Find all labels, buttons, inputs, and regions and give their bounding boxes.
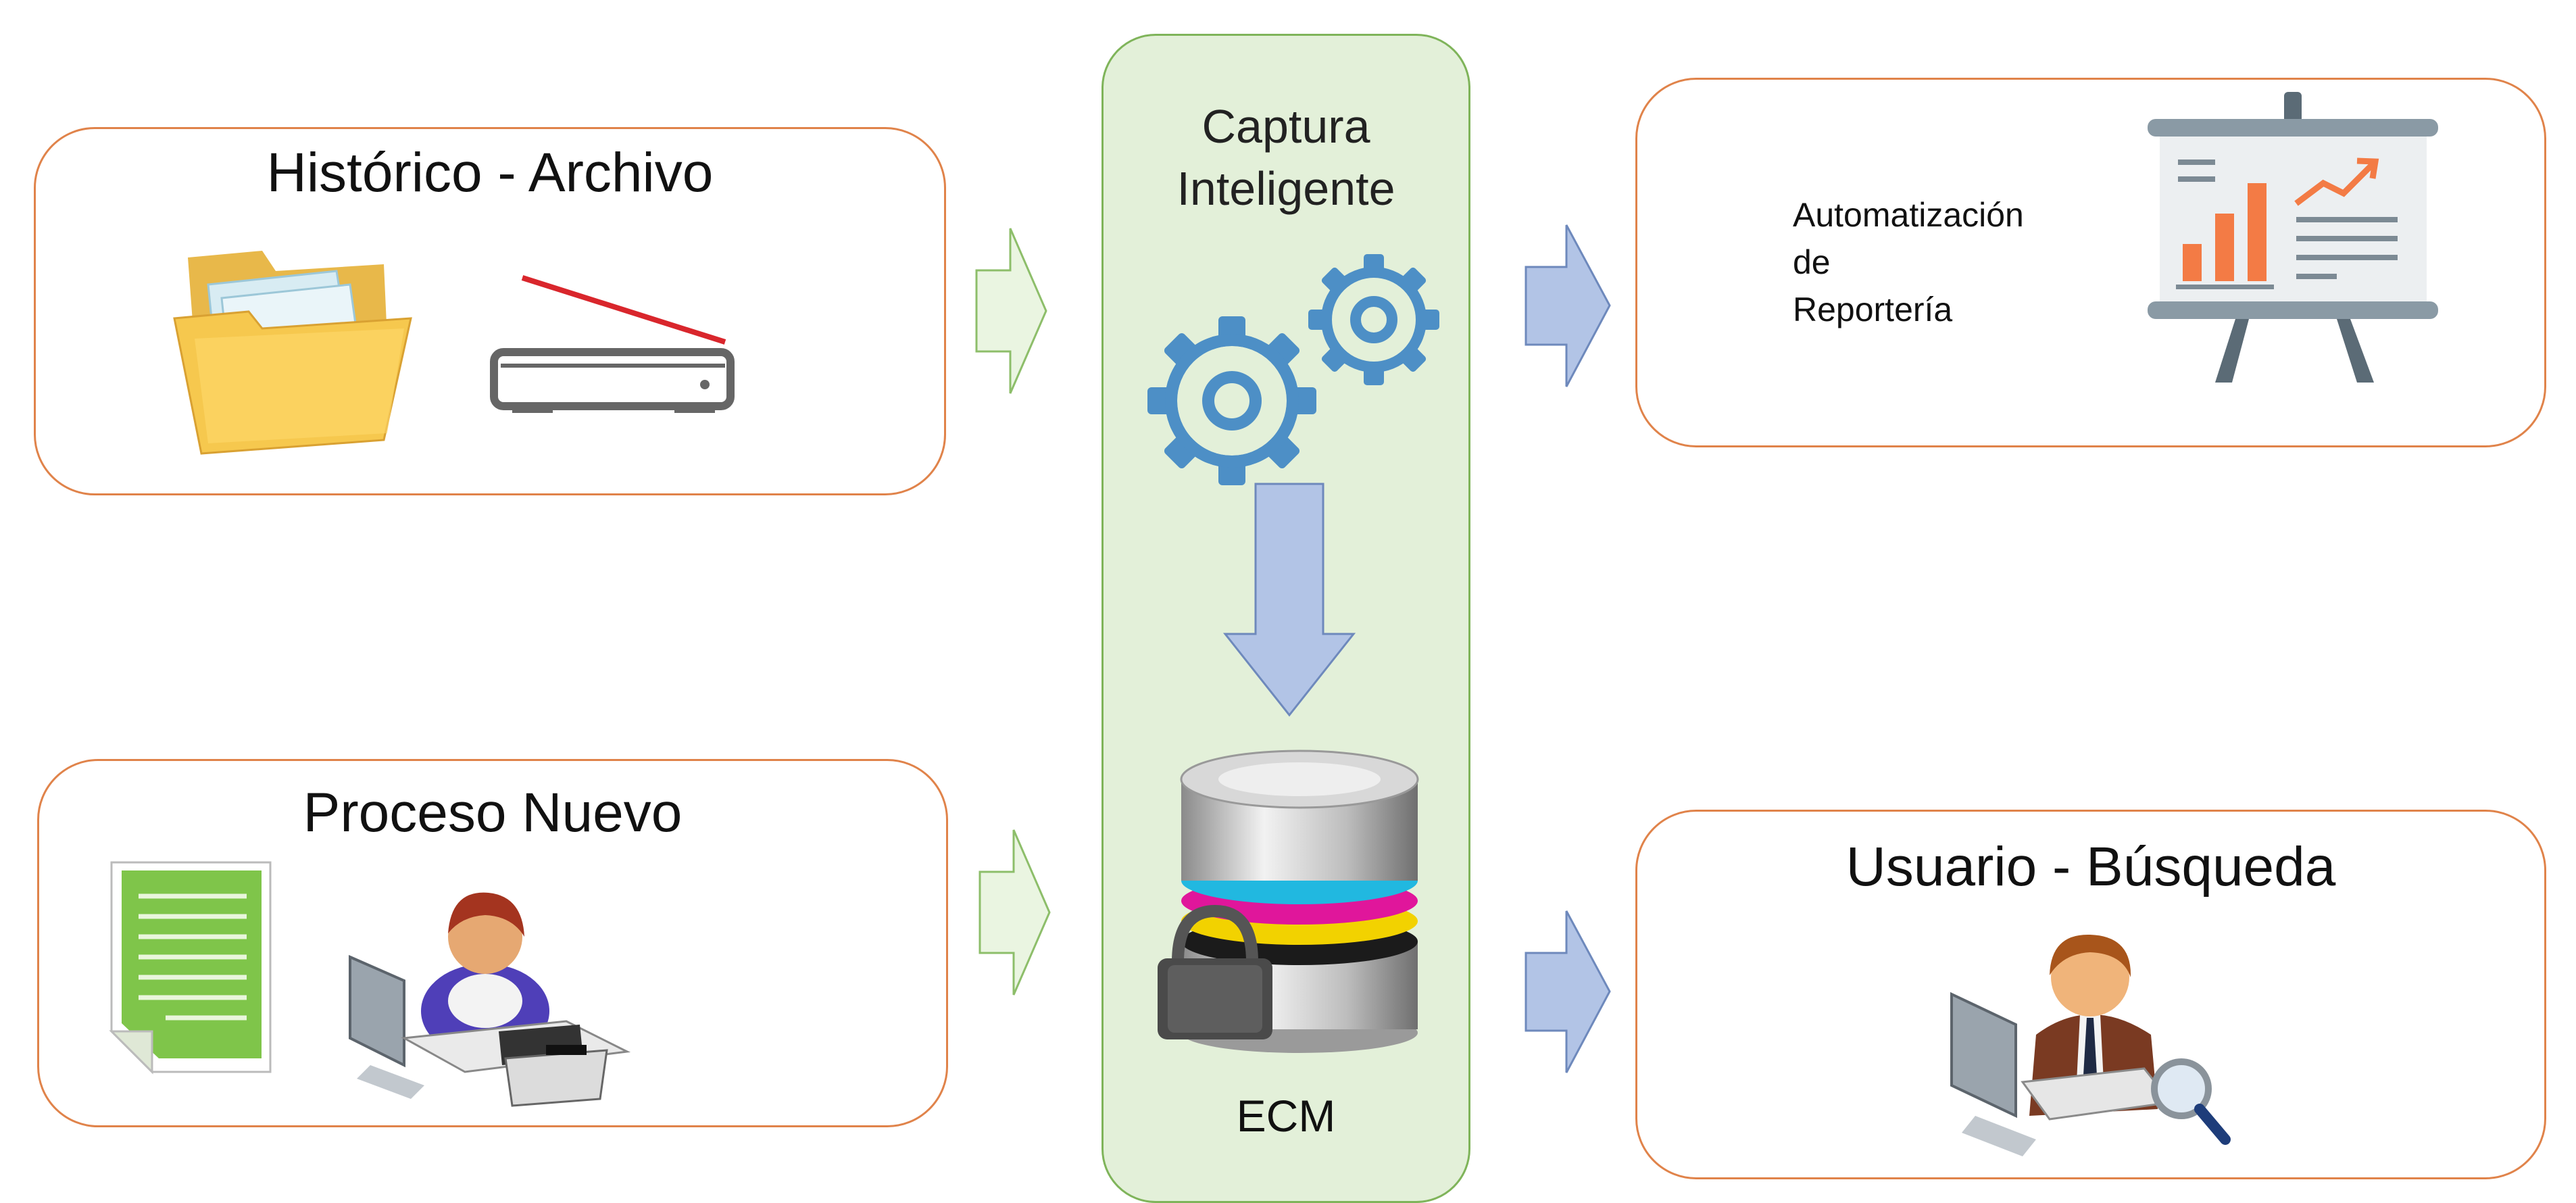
- ecm-label: ECM: [1236, 1091, 1336, 1141]
- captura-inteligente-panel: Captura Inteligente: [1101, 34, 1470, 1203]
- proceso-title: Proceso Nuevo: [303, 782, 683, 843]
- arrow-captura-to-usuario: [1525, 910, 1611, 1073]
- reporteria-line1: Automatización: [1793, 196, 2024, 234]
- gears-icon: [1147, 254, 1439, 485]
- presentation-chart-icon: [2148, 92, 2438, 383]
- scanner-icon: [490, 275, 735, 413]
- document-icon: [109, 861, 272, 1075]
- reporteria-box: Automatización de Reportería: [1635, 78, 2546, 447]
- person-scanning-icon: [349, 892, 631, 1107]
- usuario-title: Usuario - Búsqueda: [1846, 836, 2336, 898]
- usuario-busqueda-box: Usuario - Búsqueda: [1635, 810, 2546, 1179]
- folder-icon: [173, 251, 412, 455]
- arrow-captura-to-reporteria: [1525, 224, 1611, 387]
- proceso-nuevo-box: Proceso Nuevo: [37, 759, 948, 1127]
- arrow-historico-to-captura: [975, 228, 1047, 394]
- arrow-proceso-to-captura: [979, 829, 1051, 996]
- reporteria-line2: de: [1793, 243, 1831, 281]
- captura-title-line2: Inteligente: [1176, 162, 1395, 215]
- reporteria-line3: Reportería: [1793, 291, 1953, 328]
- arrow-gears-to-ecm: [1222, 483, 1356, 717]
- database-lock-icon: [1158, 750, 1419, 1053]
- historico-title: Histórico - Archivo: [266, 142, 714, 203]
- user-search-icon: [1950, 934, 2231, 1156]
- captura-title-line1: Captura: [1202, 100, 1370, 153]
- historico-archivo-box: Histórico - Archivo: [34, 127, 946, 495]
